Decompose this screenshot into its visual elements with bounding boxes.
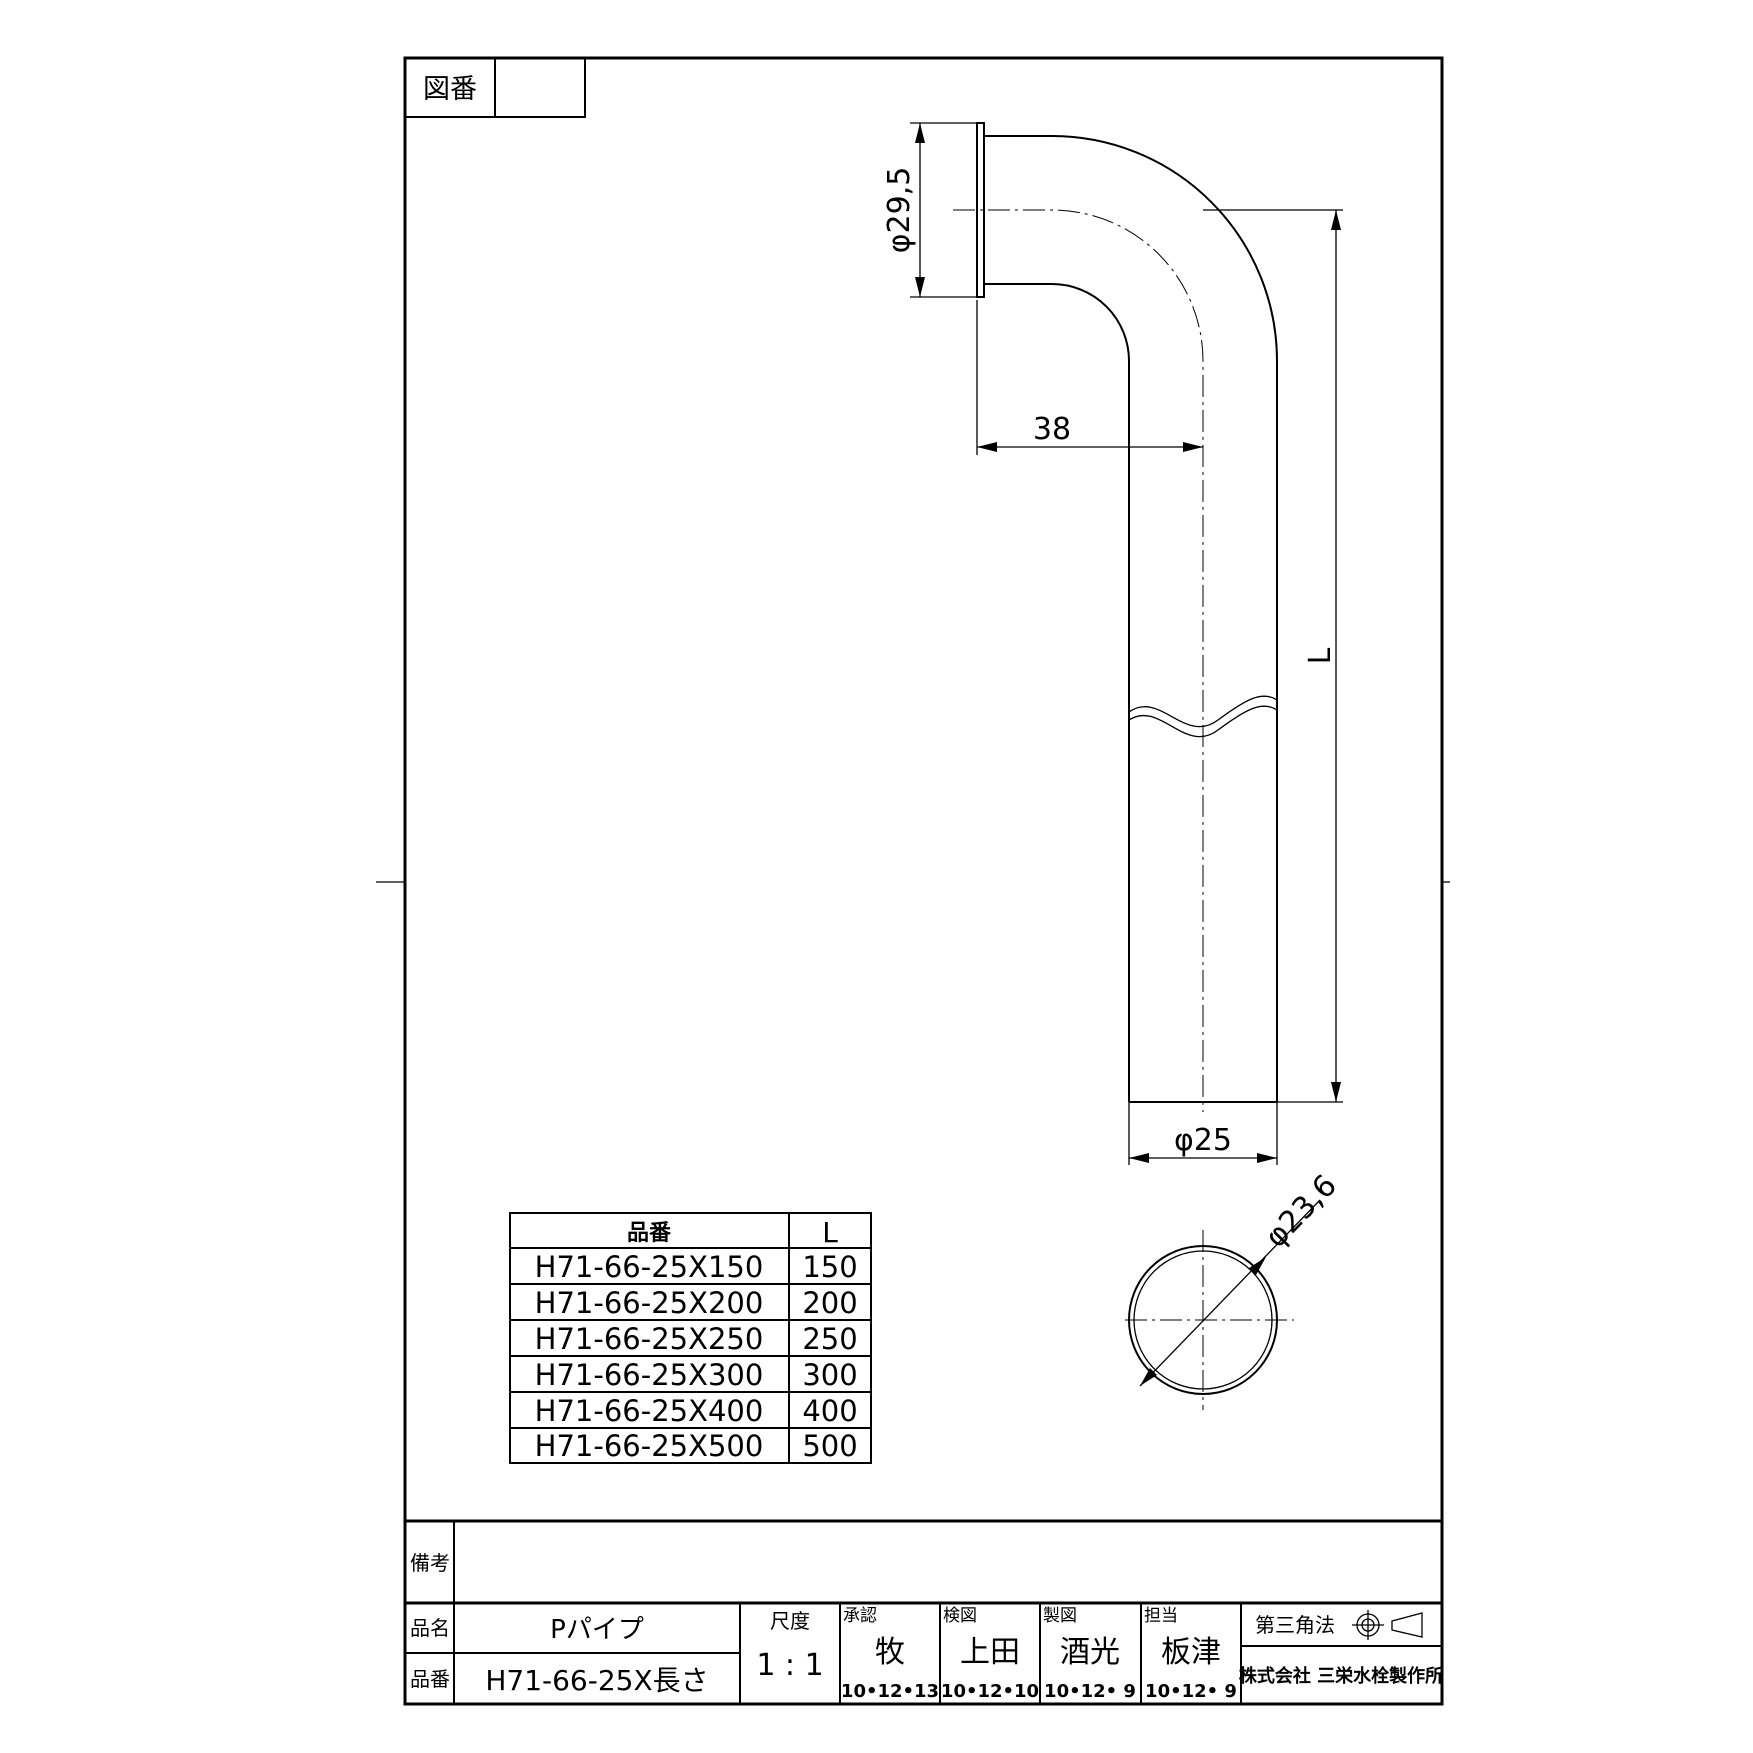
table-row-part: H71-66-25X500 (535, 1429, 764, 1463)
projection-label: 第三角法 (1255, 1613, 1335, 1637)
approval-date: 10•12•13 (841, 1681, 939, 1702)
variant-table: 品番 L H71-66-25X150 150 H71-66-25X200 200… (509, 1212, 872, 1464)
table-header-part: 品番 (627, 1221, 672, 1246)
third-angle-projection-icon (1352, 1610, 1423, 1640)
table-row-part: H71-66-25X150 (535, 1250, 764, 1284)
dim-outer-diameter: φ25 (1128, 1102, 1278, 1165)
table-row-part: H71-66-25X400 (535, 1394, 764, 1428)
dim-flange-diameter: φ29,5 (882, 122, 977, 298)
approval-role: 担当 (1144, 1606, 1178, 1626)
part-number-value: H71-66-25X長さ (485, 1664, 708, 1697)
dim-inner-diameter-text: φ23,6 (1259, 1168, 1344, 1255)
pipe-side-view (953, 122, 1278, 1112)
pipe-cross-section: φ23,6 (1125, 1168, 1344, 1410)
pipe-centerline (953, 209, 1204, 1112)
drawing-number-box: 図番 (404, 57, 586, 118)
part-number-label: 品番 (410, 1667, 450, 1691)
dim-flange-diameter-text: φ29,5 (882, 167, 917, 254)
table-header-length: L (822, 1216, 838, 1249)
table-row-part: H71-66-25X200 (535, 1286, 764, 1320)
drawing-number-label: 図番 (423, 74, 477, 105)
scale-label: 尺度 (770, 1609, 810, 1633)
table-row-length: 300 (802, 1358, 857, 1392)
approval-name: 上田 (960, 1635, 1020, 1670)
title-block: 備考 品名 Pパイプ 品番 H71-66-25X長さ 尺度 1 : 1 承認 牧… (405, 1519, 1443, 1704)
approval-date: 10•12• 9 (1044, 1681, 1136, 1702)
approval-name: 板津 (1161, 1635, 1221, 1670)
approval-date: 10•12• 9 (1145, 1681, 1237, 1702)
table-row-length: 500 (802, 1429, 857, 1463)
company-name: 株式会社 三栄水栓製作所 (1239, 1665, 1443, 1687)
table-row-length: 200 (802, 1286, 857, 1320)
approval-name: 牧 (875, 1635, 905, 1670)
table-row-length: 150 (802, 1250, 857, 1284)
remarks-label: 備考 (410, 1551, 450, 1575)
pipe-inner-wall (984, 283, 1130, 720)
table-row-length: 250 (802, 1322, 857, 1356)
pipe-outer-wall (984, 135, 1278, 720)
dim-length-text: L (1303, 647, 1338, 664)
approval-date: 10•12•10 (941, 1681, 1039, 1702)
drawing-frame (403, 56, 1444, 1706)
approval-role: 検図 (943, 1606, 977, 1626)
approval-role: 製図 (1043, 1606, 1077, 1626)
table-row-part: H71-66-25X300 (535, 1358, 764, 1392)
dim-outer-diameter-text: φ25 (1174, 1123, 1232, 1158)
dim-offset-text: 38 (1033, 412, 1071, 447)
scale-value: 1 : 1 (756, 1648, 823, 1683)
dim-offset: 38 (976, 300, 1203, 455)
table-row-part: H71-66-25X250 (535, 1322, 764, 1356)
break-line-lower (1128, 705, 1278, 738)
approval-name: 酒光 (1060, 1635, 1120, 1670)
approval-role: 承認 (843, 1606, 877, 1626)
pipe-flange (976, 122, 985, 298)
dim-length: L (1203, 209, 1343, 1103)
product-name-value: Pパイプ (550, 1615, 644, 1645)
table-row-length: 400 (802, 1394, 857, 1428)
product-name-label: 品名 (410, 1616, 450, 1640)
break-line-upper (1128, 695, 1278, 728)
